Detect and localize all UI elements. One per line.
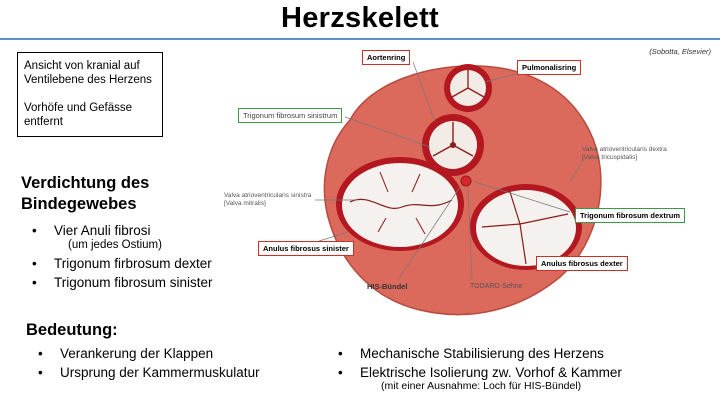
info-line-1: Ansicht von kranial auf Ventilebene des … bbox=[24, 60, 152, 86]
heart-skeleton-illustration bbox=[299, 61, 602, 316]
view-info-box: Ansicht von kranial auf Ventilebene des … bbox=[17, 52, 163, 137]
label-todaro-sehne: TODARO-Sehne bbox=[470, 283, 523, 290]
bullet-icon: • bbox=[338, 346, 343, 361]
label-aortenring: Aortenring bbox=[362, 50, 411, 65]
label-valva-dextra: Valva atrioventricularis dextra[Valva tr… bbox=[582, 146, 667, 161]
bullet-icon: • bbox=[32, 275, 37, 290]
source-citation: (Sobotta, Elsevier) bbox=[649, 47, 711, 56]
bedeutung-heading: Bedeutung: bbox=[26, 321, 118, 339]
heart-skeleton-diagram: Aortenring Pulmonalisring Trigonum fibro… bbox=[220, 42, 720, 342]
list-item: •Mechanische Stabilisierung des Herzens bbox=[338, 346, 604, 361]
bullet-icon: • bbox=[38, 346, 43, 361]
label-valva-sinistra: Valva atrioventricularis sinistra[Valva … bbox=[224, 192, 312, 207]
bedeutung-list-left: •Verankerung der Klappen •Ursprung der K… bbox=[38, 344, 260, 382]
title-divider bbox=[0, 38, 720, 40]
bullet-icon: • bbox=[32, 223, 37, 238]
label-trigonum-sinistrum: Trigonum fibrosum sinistrum bbox=[238, 108, 343, 123]
label-pulmonalisring: Pulmonalisring bbox=[517, 60, 582, 75]
list-item: •Ursprung der Kammermuskulatur bbox=[38, 365, 260, 380]
label-anulus-dexter: Anulus fibrosus dexter bbox=[536, 256, 628, 271]
info-line-2: Vorhöfe und Gefässe entfernt bbox=[24, 102, 133, 128]
label-trigonum-dextrum: Trigonum fibrosum dextrum bbox=[575, 208, 686, 223]
label-anulus-sinister: Anulus fibrosus sinister bbox=[258, 241, 354, 256]
bullet-icon: • bbox=[38, 365, 43, 380]
list-item-sub: (um jedes Ostium) bbox=[68, 239, 162, 251]
bedeutung-list-right: •Mechanische Stabilisierung des Herzens … bbox=[338, 344, 622, 382]
list-item: •Vier Anuli fibrosi bbox=[32, 223, 151, 238]
label-his-buendel: HIS-Bündel bbox=[367, 282, 408, 291]
list-item: •Elektrische Isolierung zw. Vorhof & Kam… bbox=[338, 365, 622, 380]
his-exception-note: (mit einer Ausnahme: Loch für HIS-Bündel… bbox=[381, 380, 582, 392]
bullet-icon: • bbox=[338, 365, 343, 380]
verdichtung-list: •Vier Anuli fibrosi (um jedes Ostium) •T… bbox=[32, 221, 213, 292]
list-item: •Verankerung der Klappen bbox=[38, 346, 214, 361]
list-item: •Trigonum firbrosum dexter bbox=[32, 256, 212, 271]
page-title: Herzskelett bbox=[280, 2, 440, 34]
list-item: •Trigonum fibrosum sinister bbox=[32, 275, 213, 290]
bullet-icon: • bbox=[32, 256, 37, 271]
verdichtung-heading: Verdichtung des Bindegewebes bbox=[21, 174, 150, 213]
